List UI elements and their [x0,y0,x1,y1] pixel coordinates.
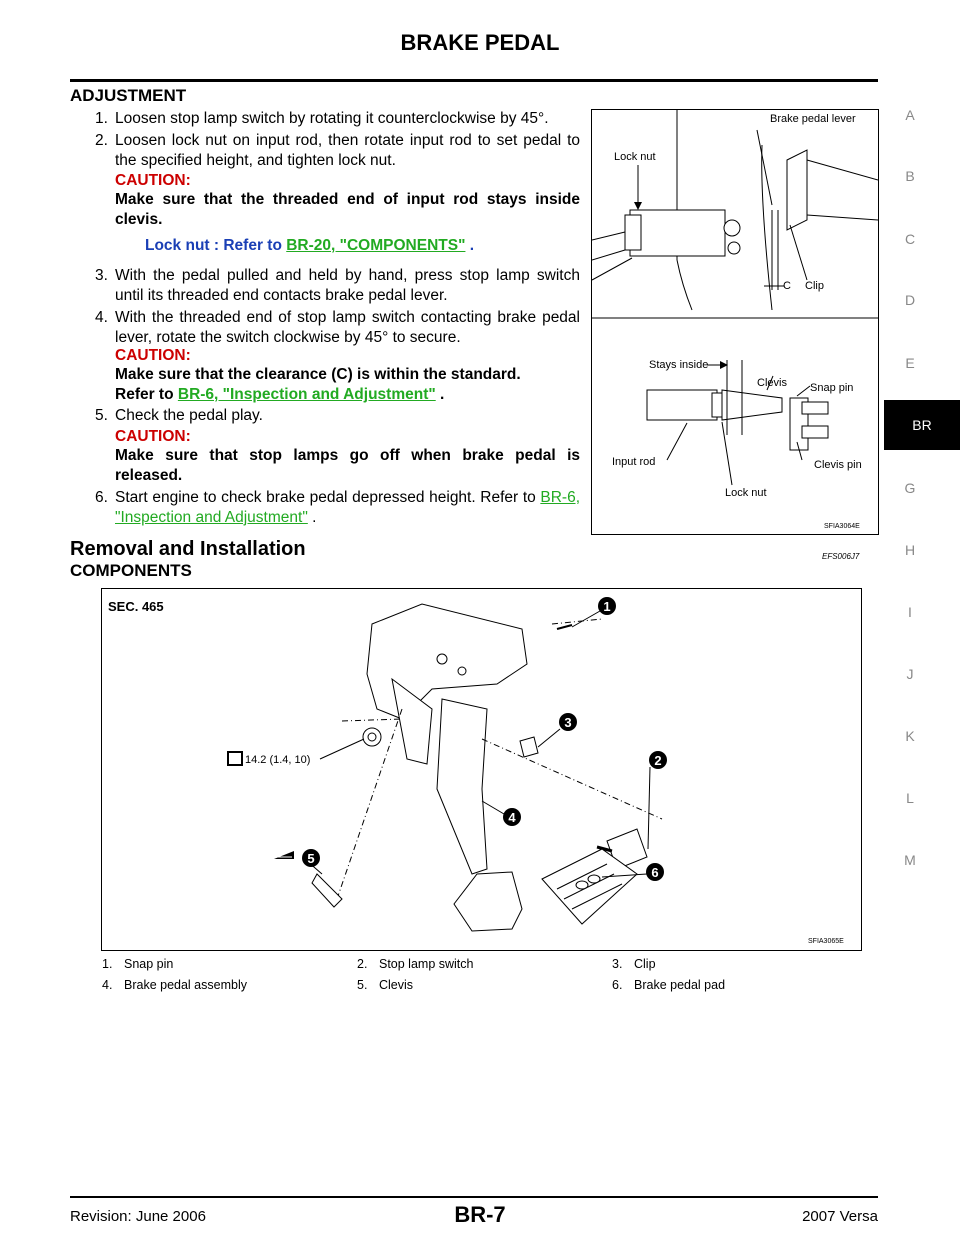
side-index-c[interactable]: C [904,231,916,247]
side-index-h[interactable]: H [904,542,916,558]
side-index-g[interactable]: G [904,480,916,496]
label-input-rod: Input rod [612,456,655,468]
label-clip: Clip [805,280,824,292]
step-number: 4. [95,309,108,326]
side-index-m[interactable]: M [904,852,916,868]
step-text-tail: . [307,509,317,526]
callout-2: 2 [649,751,667,769]
step-number: 2. [95,132,108,149]
side-index-j[interactable]: J [906,666,914,682]
step-6: 6. Start engine to check brake pedal dep… [95,488,580,528]
grease-icon [274,851,294,859]
components-legend: 1. Snap pin 2. Stop lamp switch 3. Clip … [102,953,782,995]
page-number: BR-7 [454,1202,506,1227]
svg-text:5: 5 [307,851,314,866]
label-clevis: Clevis [757,377,787,389]
svg-text:6: 6 [651,865,658,880]
figure1-code: SFIA3064E [824,523,860,530]
label-snap-pin: Snap pin [810,382,853,394]
footer-model: 2007 Versa [802,1208,878,1225]
header-rule [70,79,878,82]
side-index-i[interactable]: I [908,604,912,620]
svg-text:3: 3 [564,715,571,730]
svg-text:4: 4 [508,810,516,825]
caution-label: CAUTION: [115,347,191,364]
torque-icon [227,751,243,766]
caution-2: CAUTION: Make sure that the clearance (C… [115,347,580,405]
footer-revision: Revision: June 2006 [70,1208,206,1225]
step-text: Start engine to check brake pedal depres… [115,489,541,506]
caution-text: Make sure that the clearance (C) is with… [115,366,521,383]
figure2-code: SFIA3065E [808,938,844,945]
step-number: 1. [95,110,108,127]
locknut-label: Lock nut : Refer to [145,237,287,254]
callout-4: 4 [503,808,521,826]
caution-text: Make sure that the threaded end of input… [115,191,580,228]
footer-rule [70,1196,878,1198]
components-figure: SEC. 465 1 2 [101,588,862,951]
step-number: 5. [95,407,108,424]
adjustment-figure: Brake pedal lever Lock nut C Clip Stays … [591,109,879,535]
side-index-e[interactable]: E [905,355,915,371]
caution-label: CAUTION: [115,428,191,445]
caution-refer: Refer to BR-6, "Inspection and Adjustmen… [115,386,445,403]
svg-text:2: 2 [654,753,661,768]
callout-5: 5 [302,849,320,867]
legend-row: 1. Snap pin 2. Stop lamp switch 3. Clip [102,956,656,971]
label-clevis-pin: Clevis pin [814,459,862,471]
step-2: 2. Loosen lock nut on input rod, then ro… [95,131,580,171]
caution-3: CAUTION: Make sure that stop lamps go of… [115,428,580,486]
adjustment-heading: ADJUSTMENT [70,86,187,105]
step-4: 4. With the threaded end of stop lamp sw… [95,308,580,348]
legend-row: 4. Brake pedal assembly 5. Clevis 6. Bra… [102,977,726,992]
side-index-l[interactable]: L [906,790,914,806]
step-6-link[interactable]: BR-6, "Inspection and Adjustment" [115,489,580,526]
step-text: Loosen stop lamp switch by rotating it c… [115,110,549,127]
caution-1: CAUTION: Make sure that the threaded end… [115,172,580,230]
label-brake-pedal-lever: Brake pedal lever [770,113,856,125]
step-text: Check the pedal play. [115,407,263,424]
side-index-b[interactable]: B [905,168,915,184]
label-stays-inside: Stays inside [649,359,708,371]
step-3: 3. With the pedal pulled and held by han… [95,266,580,306]
label-lock-nut-top: Lock nut [614,151,656,163]
step-number: 6. [95,489,108,506]
caution-link[interactable]: BR-6, "Inspection and Adjustment" [177,386,436,403]
side-index-d[interactable]: D [904,292,916,308]
adjustment-illustration: Brake pedal lever Lock nut C Clip Stays … [591,110,879,530]
side-index-a[interactable]: A [905,107,915,123]
components-illustration: SEC. 465 1 2 [108,597,844,945]
label-c: C [783,280,791,292]
step-text: With the threaded end of stop lamp switc… [115,309,580,346]
svg-text:1: 1 [603,599,610,614]
step-number: 3. [95,267,108,284]
side-index-k[interactable]: K [905,728,915,744]
page-title: BRAKE PEDAL [400,30,560,55]
label-lock-nut-bottom: Lock nut [725,487,767,499]
locknut-tail: . [465,237,475,254]
caution-label: CAUTION: [115,172,191,189]
removal-code: EFS006J7 [822,552,860,561]
locknut-reference: Lock nut : Refer to BR-20, "COMPONENTS" … [145,237,474,255]
caution-text: Make sure that stop lamps go off when br… [115,447,580,484]
step-text: Loosen lock nut on input rod, then rotat… [115,132,580,169]
side-index-br-active[interactable]: BR [884,400,960,450]
step-text: With the pedal pulled and held by hand, … [115,267,580,304]
locknut-link[interactable]: BR-20, "COMPONENTS" [286,237,466,254]
components-heading: COMPONENTS [70,561,192,580]
sec-label: SEC. 465 [108,599,164,614]
torque-value: 14.2 (1.4, 10) [245,754,310,766]
callout-6: 6 [646,863,664,881]
callout-1: 1 [598,597,616,615]
step-1: 1. Loosen stop lamp switch by rotating i… [95,109,580,129]
step-5: 5. Check the pedal play. [95,406,580,426]
removal-heading: Removal and Installation [70,538,306,560]
callout-3: 3 [559,713,577,731]
